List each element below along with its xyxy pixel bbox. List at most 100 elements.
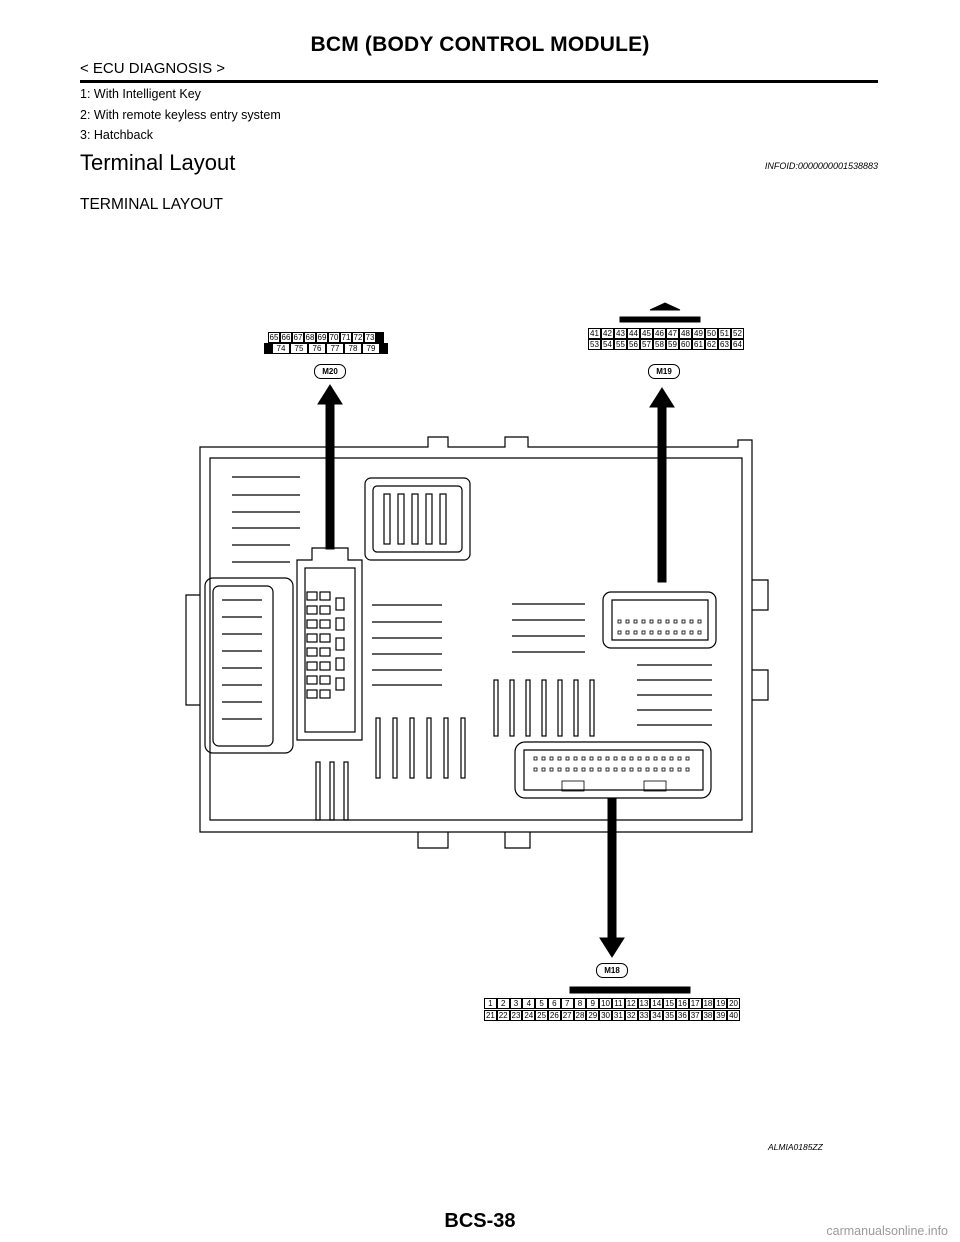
pin-cell: 27 xyxy=(560,1010,574,1021)
pin-cell: 18 xyxy=(701,998,715,1009)
pin-cell: 73 xyxy=(364,332,376,343)
pin-cell: 13 xyxy=(637,998,651,1009)
relay-block-inner xyxy=(372,485,463,553)
pin-cell: 12 xyxy=(624,998,638,1009)
m19-latch-top xyxy=(619,316,701,323)
pin-cell: 64 xyxy=(731,339,744,350)
pin-cell: 58 xyxy=(653,339,666,350)
pin-cell: 37 xyxy=(688,1010,702,1021)
pin-cell: 6 xyxy=(547,998,561,1009)
pin-cell: 2 xyxy=(496,998,510,1009)
pin-cell: 56 xyxy=(627,339,640,350)
page-title: BCM (BODY CONTROL MODULE) xyxy=(310,33,650,56)
pin-cell: 74 xyxy=(272,343,290,354)
m19-pin-row-2: 53 54 55 56 57 58 59 60 61 62 63 64 xyxy=(588,339,744,350)
vent-slots-vertical-center xyxy=(493,679,595,737)
header-divider xyxy=(80,80,878,83)
pin-cell: 59 xyxy=(666,339,679,350)
pin-cell: 70 xyxy=(328,332,340,343)
pin-cell: 35 xyxy=(663,1010,676,1021)
pin-cell: 78 xyxy=(344,343,362,354)
pin-cell: 68 xyxy=(304,332,316,343)
pin-cell: 38 xyxy=(701,1010,715,1021)
pin-blank xyxy=(380,343,388,354)
pin-cell: 49 xyxy=(692,328,705,339)
pin-cell: 50 xyxy=(705,328,718,339)
left-connector-slots xyxy=(222,599,262,720)
pin-cell: 43 xyxy=(614,328,627,339)
pin-cell: 33 xyxy=(637,1010,651,1021)
m20-label: M20 xyxy=(314,364,346,379)
pin-cell: 72 xyxy=(352,332,364,343)
m18-pin-row-1: 1 2 3 4 5 6 7 8 9 10 11 12 13 14 15 16 1… xyxy=(484,998,740,1009)
pin-cell: 29 xyxy=(586,1010,600,1021)
arrow-m18 xyxy=(599,797,625,958)
pin-cell: 19 xyxy=(714,998,728,1009)
side-tab-left xyxy=(185,594,200,706)
pin-cell: 3 xyxy=(509,998,523,1009)
pin-cell: 21 xyxy=(484,1010,497,1021)
m20-pin-row-1: 65 66 67 68 69 70 71 72 73 xyxy=(268,332,384,343)
pin-cell: 62 xyxy=(705,339,718,350)
info-id: INFOID:0000000001538883 xyxy=(764,161,878,171)
note-item: 3: Hatchback xyxy=(80,128,153,142)
pin-cell: 63 xyxy=(718,339,731,350)
pin-cell: 66 xyxy=(280,332,292,343)
pin-cell: 79 xyxy=(362,343,380,354)
pin-cell: 71 xyxy=(340,332,352,343)
page-number: BCS-38 xyxy=(444,1210,516,1232)
pin-cell: 42 xyxy=(601,328,614,339)
watermark-link[interactable]: carmanualsonline.info xyxy=(826,1224,948,1238)
m19-unit-pins xyxy=(617,619,702,635)
breadcrumb: < ECU DIAGNOSIS > xyxy=(80,60,226,77)
pin-cell: 16 xyxy=(675,998,689,1009)
pin-cell: 67 xyxy=(292,332,304,343)
pin-cell: 8 xyxy=(573,998,587,1009)
pin-cell: 48 xyxy=(679,328,692,339)
pin-cell: 25 xyxy=(535,1010,548,1021)
left-connector-housing xyxy=(204,577,294,754)
pin-cell: 7 xyxy=(560,998,574,1009)
m19-unit-connector-inner xyxy=(611,599,709,641)
arrow-m20 xyxy=(317,384,343,550)
m18-label: M18 xyxy=(596,963,628,978)
pin-blank xyxy=(264,343,272,354)
pin-cell: 69 xyxy=(316,332,328,343)
m20-pin-row-2: 74 75 76 77 78 79 xyxy=(264,343,388,354)
pin-cell: 75 xyxy=(290,343,308,354)
pin-cell: 24 xyxy=(522,1010,536,1021)
pin-cell: 28 xyxy=(573,1010,587,1021)
bottom-tab-right xyxy=(504,832,531,849)
pin-cell: 31 xyxy=(611,1010,625,1021)
note-item: 2: With remote keyless entry system xyxy=(80,108,281,122)
pin-cell: 41 xyxy=(588,328,601,339)
pin-cell: 44 xyxy=(627,328,640,339)
pin-cell: 40 xyxy=(727,1010,740,1021)
note-item: 1: With Intelligent Key xyxy=(80,87,201,101)
pin-cell: 5 xyxy=(535,998,548,1009)
pin-cell: 26 xyxy=(547,1010,561,1021)
relay-block-slots xyxy=(383,493,447,545)
m19-unit-connector xyxy=(602,591,717,649)
pin-cell: 77 xyxy=(326,343,344,354)
pin-cell: 22 xyxy=(496,1010,510,1021)
bcm-housing-outline xyxy=(199,436,753,833)
pin-cell: 4 xyxy=(522,998,536,1009)
side-tab-right-bottom xyxy=(752,669,769,701)
arrow-m19 xyxy=(649,387,675,583)
pin-cell: 20 xyxy=(727,998,740,1009)
left-connector-inner xyxy=(212,585,274,747)
pin-cell: 53 xyxy=(588,339,601,350)
pin-cell: 39 xyxy=(714,1010,728,1021)
pin-cell: 34 xyxy=(650,1010,664,1021)
pin-cell: 60 xyxy=(679,339,692,350)
m18-unit-pins xyxy=(533,756,690,792)
pin-cell: 32 xyxy=(624,1010,638,1021)
vent-slots-left-top xyxy=(232,476,300,563)
vent-slots-right xyxy=(637,664,712,726)
m20-unit-connector xyxy=(296,547,363,741)
pin-cell: 9 xyxy=(586,998,600,1009)
pin-cell: 36 xyxy=(675,1010,689,1021)
pin-cell: 65 xyxy=(268,332,280,343)
